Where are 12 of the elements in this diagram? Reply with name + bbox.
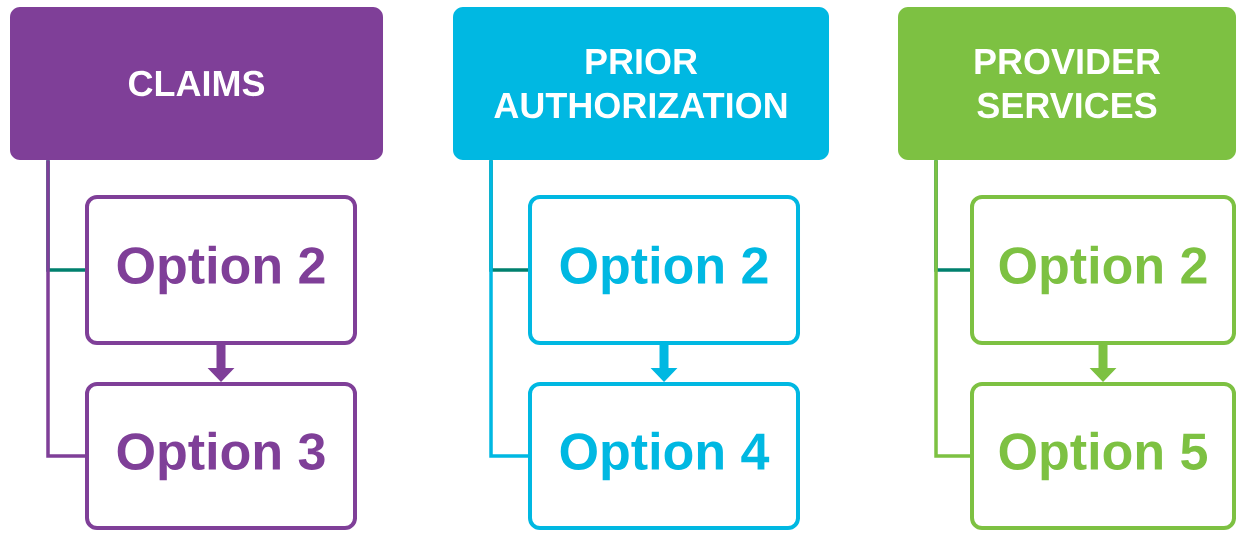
connector-line [489,160,528,458]
option-box: Option 2 [970,195,1236,345]
option-box: Option 5 [970,382,1236,530]
option-box: Option 3 [85,382,357,530]
connector-line [934,160,970,458]
header-box: PRIOR AUTHORIZATION [453,7,829,160]
header-box: PROVIDER SERVICES [898,7,1236,160]
option-box: Option 2 [85,195,357,345]
header-box: CLAIMS [10,7,383,160]
option-box: Option 4 [528,382,800,530]
connector-line [46,160,85,458]
option-box: Option 2 [528,195,800,345]
